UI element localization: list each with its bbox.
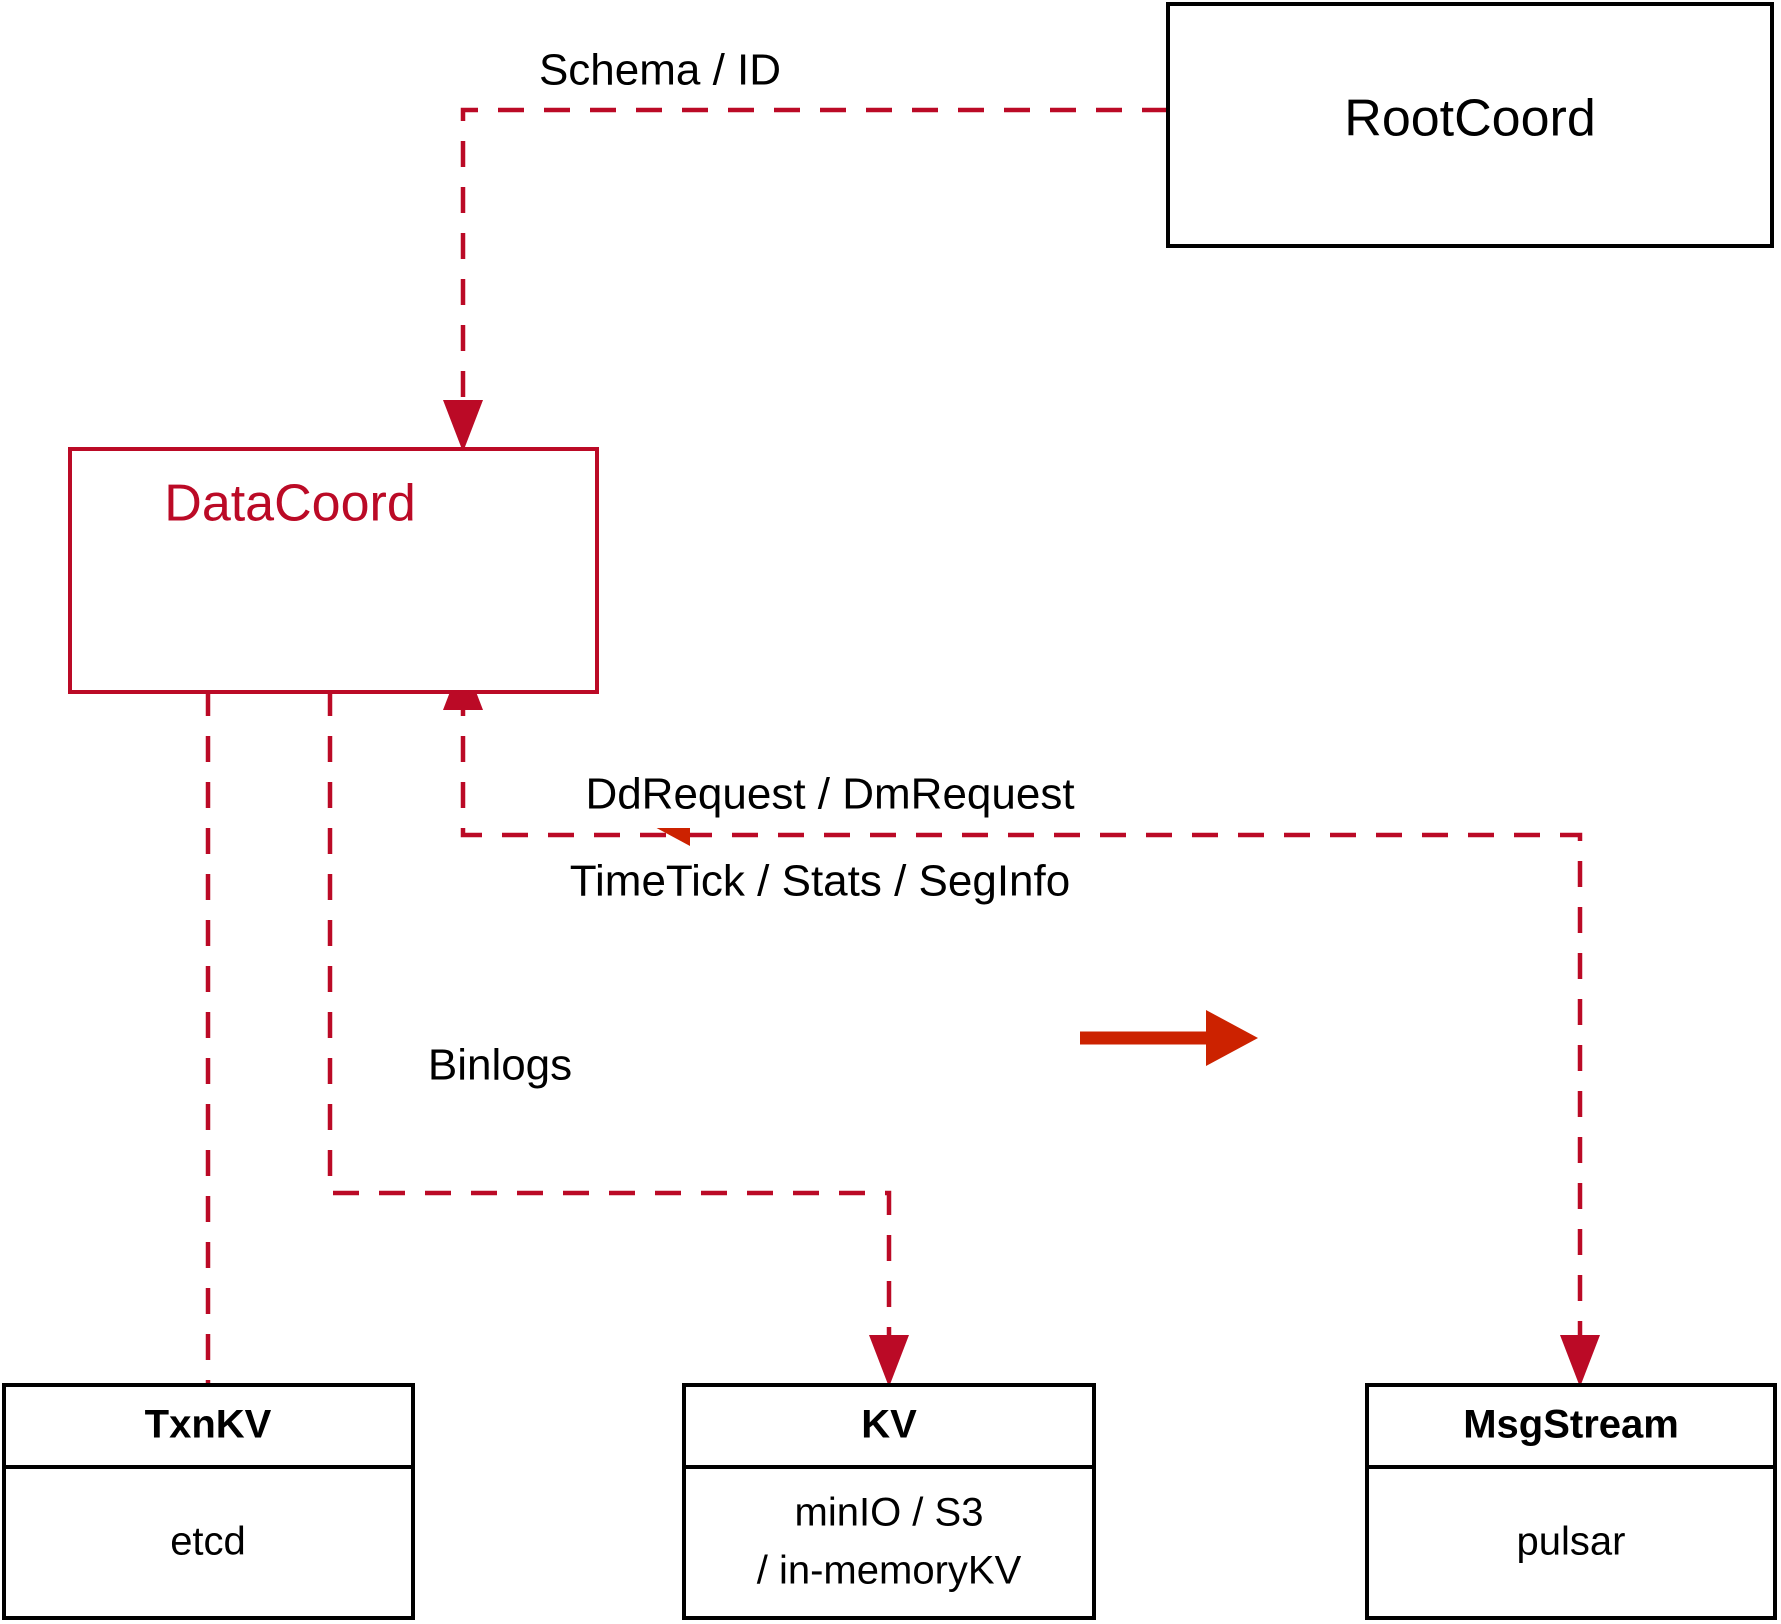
edge-label-binlogs: Binlogs bbox=[428, 1041, 572, 1090]
edge-label-schema-id-backdrop bbox=[520, 42, 810, 102]
node-data-coord-box[interactable] bbox=[68, 447, 599, 694]
edge-binlogs bbox=[327, 690, 909, 1387]
node-kv-header: KV bbox=[861, 1403, 917, 1447]
edge-schema-id-arrowhead bbox=[443, 400, 483, 452]
node-root-coord[interactable]: RootCoord bbox=[1166, 2, 1774, 248]
edge-label-timetick-stats-seginfo: TimeTick / Stats / SegInfo bbox=[570, 857, 1070, 906]
edge-schema-id bbox=[443, 107, 1168, 452]
edge-request-bus-down-arrowhead bbox=[1560, 1335, 1600, 1387]
edge-label-binlogs-backdrop bbox=[415, 1038, 590, 1098]
node-txn-kv-header: TxnKV bbox=[145, 1403, 272, 1447]
node-msg-stream-header: MsgStream bbox=[1463, 1403, 1679, 1447]
edge-labels: Schema / ID DdRequest / DmRequest TimeTi… bbox=[415, 42, 1090, 1098]
node-root-coord-box[interactable] bbox=[1166, 2, 1774, 248]
edge-label-ddrequest-backdrop bbox=[570, 768, 1090, 828]
node-kv-body-line-2: / in-memoryKV bbox=[757, 1549, 1022, 1593]
node-msg-stream-body-line-1: pulsar bbox=[1517, 1520, 1626, 1564]
node-kv[interactable]: KV minIO / S3 / in-memoryKV bbox=[682, 1383, 1096, 1620]
edge-label-schema-id: Schema / ID bbox=[539, 46, 781, 95]
edge-label-timetick-backdrop bbox=[555, 854, 1085, 914]
node-data-coord-label: DataCoord bbox=[164, 475, 415, 533]
node-txn-kv-box[interactable] bbox=[2, 1383, 415, 1620]
edge-request-bus bbox=[443, 658, 1600, 1387]
node-txn-kv[interactable]: TxnKV etcd bbox=[2, 1383, 415, 1620]
edge-binlogs-arrowhead bbox=[869, 1335, 909, 1387]
direction-arrow-right-head bbox=[1206, 1010, 1258, 1066]
direction-arrow-right bbox=[1080, 1010, 1258, 1066]
node-data-coord[interactable]: DataCoord bbox=[68, 447, 599, 694]
node-msg-stream[interactable]: MsgStream pulsar bbox=[1365, 1383, 1777, 1620]
node-txn-kv-body-line-1: etcd bbox=[170, 1520, 246, 1564]
edge-schema-id-path bbox=[460, 107, 1168, 420]
node-kv-box[interactable] bbox=[682, 1383, 1096, 1620]
node-msg-stream-box[interactable] bbox=[1365, 1383, 1777, 1620]
node-root-coord-label: RootCoord bbox=[1344, 90, 1595, 148]
node-kv-body-line-1: minIO / S3 bbox=[795, 1491, 984, 1535]
edge-binlogs-path bbox=[327, 690, 892, 1355]
edge-label-dd-dm-request: DdRequest / DmRequest bbox=[585, 770, 1074, 819]
edge-request-bus-path bbox=[460, 690, 1583, 1355]
